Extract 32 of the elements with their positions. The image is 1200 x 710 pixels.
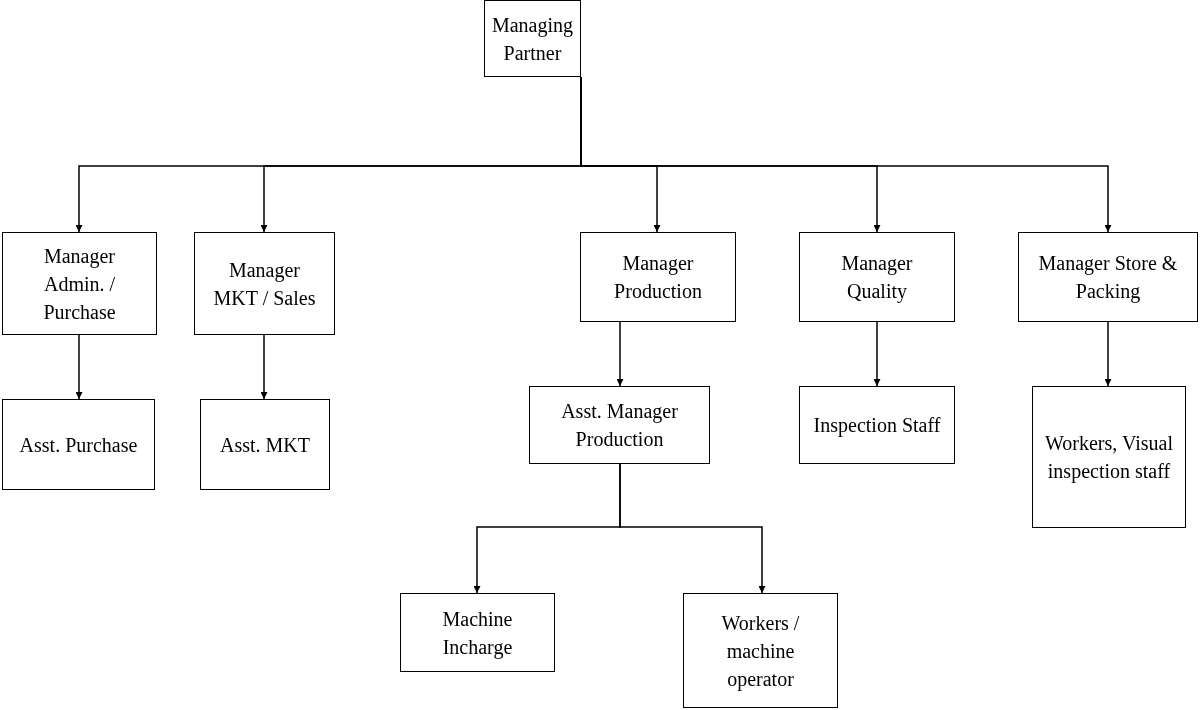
connector-arrow — [1104, 321, 1112, 387]
role-box — [1032, 386, 1186, 528]
role-title: Asst. Purchase — [19, 432, 138, 458]
role-title: Manager MKT / Sales — [212, 257, 317, 311]
role-title: Manager Production — [613, 251, 703, 304]
role-box — [1018, 232, 1198, 322]
role-box — [799, 386, 955, 464]
role-box — [529, 386, 710, 464]
connector-arrow — [873, 321, 881, 387]
role-title: Workers / machine operator — [720, 610, 801, 693]
role-title: Manager Quality — [840, 251, 914, 305]
connector-arrow — [619, 463, 766, 594]
role-box — [200, 399, 330, 490]
role-title: Asst. MKT — [220, 432, 310, 458]
role-box — [484, 0, 581, 77]
role-title: Manager Admin. / Purchase — [42, 243, 117, 325]
role-box — [2, 232, 157, 335]
role-title: Managing Partner — [491, 12, 574, 66]
role-title: Workers, Visual inspection staff — [1044, 431, 1174, 485]
role-box — [2, 399, 155, 490]
role-box — [194, 232, 335, 335]
role-box — [799, 232, 955, 322]
connector-arrow — [616, 321, 624, 387]
role-box — [683, 593, 838, 708]
connector-arrow — [260, 334, 268, 400]
role-box — [580, 232, 736, 322]
role-title: Asst. Manager Production — [560, 399, 679, 452]
role-title: Machine Incharge — [441, 606, 514, 661]
role-title: Inspection Staff — [813, 413, 941, 439]
connector-arrow — [75, 334, 83, 400]
role-title: Manager Store & Packing — [1037, 251, 1179, 305]
role-box — [400, 593, 555, 672]
